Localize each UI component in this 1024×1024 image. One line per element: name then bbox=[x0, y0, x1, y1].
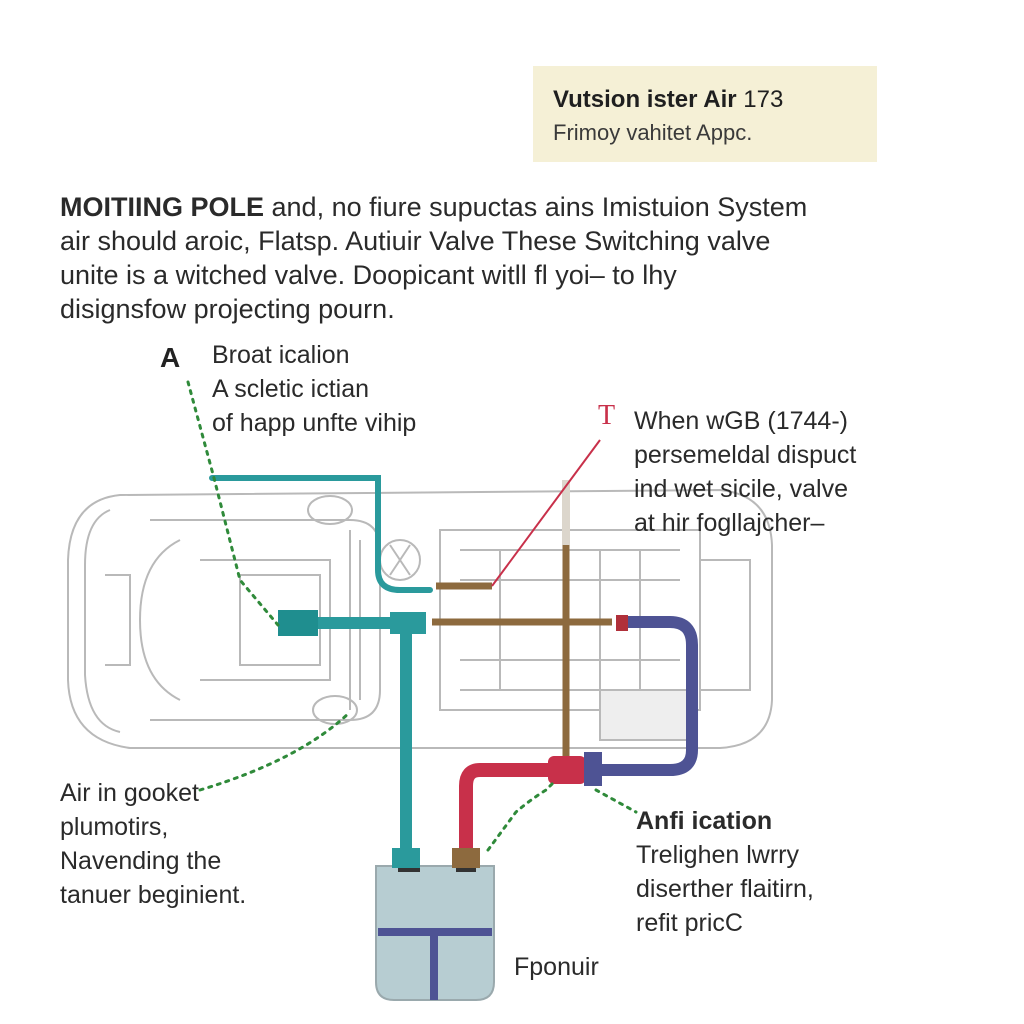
label-t: When wGB (1744-) persemeldal dispuct ind… bbox=[634, 404, 856, 540]
label-t-line-2: persemeldal dispuct bbox=[634, 441, 857, 469]
pointer-line-t bbox=[491, 439, 601, 587]
navy-line bbox=[600, 616, 698, 776]
title-number: 173 bbox=[743, 86, 784, 113]
label-anfi: Anfi ication Trelighеn lwrry diserther f… bbox=[636, 804, 814, 940]
navy-valve-cap bbox=[584, 752, 602, 786]
intro-lead: MOITIING POLE bbox=[60, 192, 265, 222]
marker-a: A bbox=[160, 342, 181, 373]
label-air: Air in gooket plumotirs, Navending the t… bbox=[60, 776, 246, 912]
label-air-line-3: Navending the bbox=[60, 847, 222, 875]
intro-line-1-rest: and, no fiure supuctas ains Imistuion Sy… bbox=[264, 192, 808, 222]
teal-valve-block bbox=[278, 610, 318, 636]
reservoir-tank bbox=[375, 848, 495, 1001]
label-a: Broat icalion A scletic ictian of happ u… bbox=[212, 338, 416, 440]
brown-lines bbox=[432, 545, 612, 760]
label-tank: Fponuir bbox=[514, 953, 599, 981]
marker-t: T bbox=[598, 400, 616, 431]
label-anfi-line-2: diserther flaitirn, bbox=[636, 875, 814, 903]
intro-line-3: unite is a witched valve. Doopicant witl… bbox=[60, 260, 677, 290]
label-t-line-1: When wGB (1744-) bbox=[634, 407, 848, 435]
label-t-line-4: at hir fogllajcher– bbox=[634, 509, 825, 537]
intro-line-2: air should aroic, Flatsp. Autiuir Valve … bbox=[60, 226, 771, 256]
title-box: Vutsion ister Air 173 Frimoy vahitet App… bbox=[533, 66, 877, 162]
label-anfi-line-1: Trelighеn lwrry bbox=[636, 841, 800, 869]
label-air-line-4: tanuer beginient. bbox=[60, 881, 247, 909]
red-line bbox=[459, 763, 556, 858]
navy-line-end bbox=[616, 615, 628, 631]
label-a-line-3: of happ unfte vihip bbox=[212, 409, 417, 437]
label-anfi-line-3: refit pricC bbox=[636, 909, 743, 937]
label-air-line-1: Air in gooket bbox=[60, 779, 199, 807]
label-a-line-2: A scletic ictian bbox=[212, 375, 370, 403]
label-t-line-3: ind wet sicile, valve bbox=[634, 475, 848, 503]
label-a-line-1: Broat icalion bbox=[212, 341, 350, 369]
green-callout-lines bbox=[186, 380, 638, 852]
intro-line-1: MOITIING POLE and, no fiure supuctas ain… bbox=[60, 190, 920, 224]
label-air-line-2: plumotirs, bbox=[60, 813, 169, 841]
title-main: Vutsion ister Air bbox=[553, 86, 737, 113]
teal-junction bbox=[390, 612, 426, 634]
title-line-1: Vutsion ister Air 173 bbox=[553, 84, 877, 116]
red-valve bbox=[548, 756, 586, 784]
intro-line-4: disignsfow projecting pourn. bbox=[60, 294, 395, 324]
label-anfi-heading: Anfi ication bbox=[636, 807, 773, 835]
title-line-2: Frimoy vahitet Appc. bbox=[553, 120, 753, 145]
intro-paragraph: MOITIING POLE and, no fiure supuctas ain… bbox=[60, 190, 920, 326]
